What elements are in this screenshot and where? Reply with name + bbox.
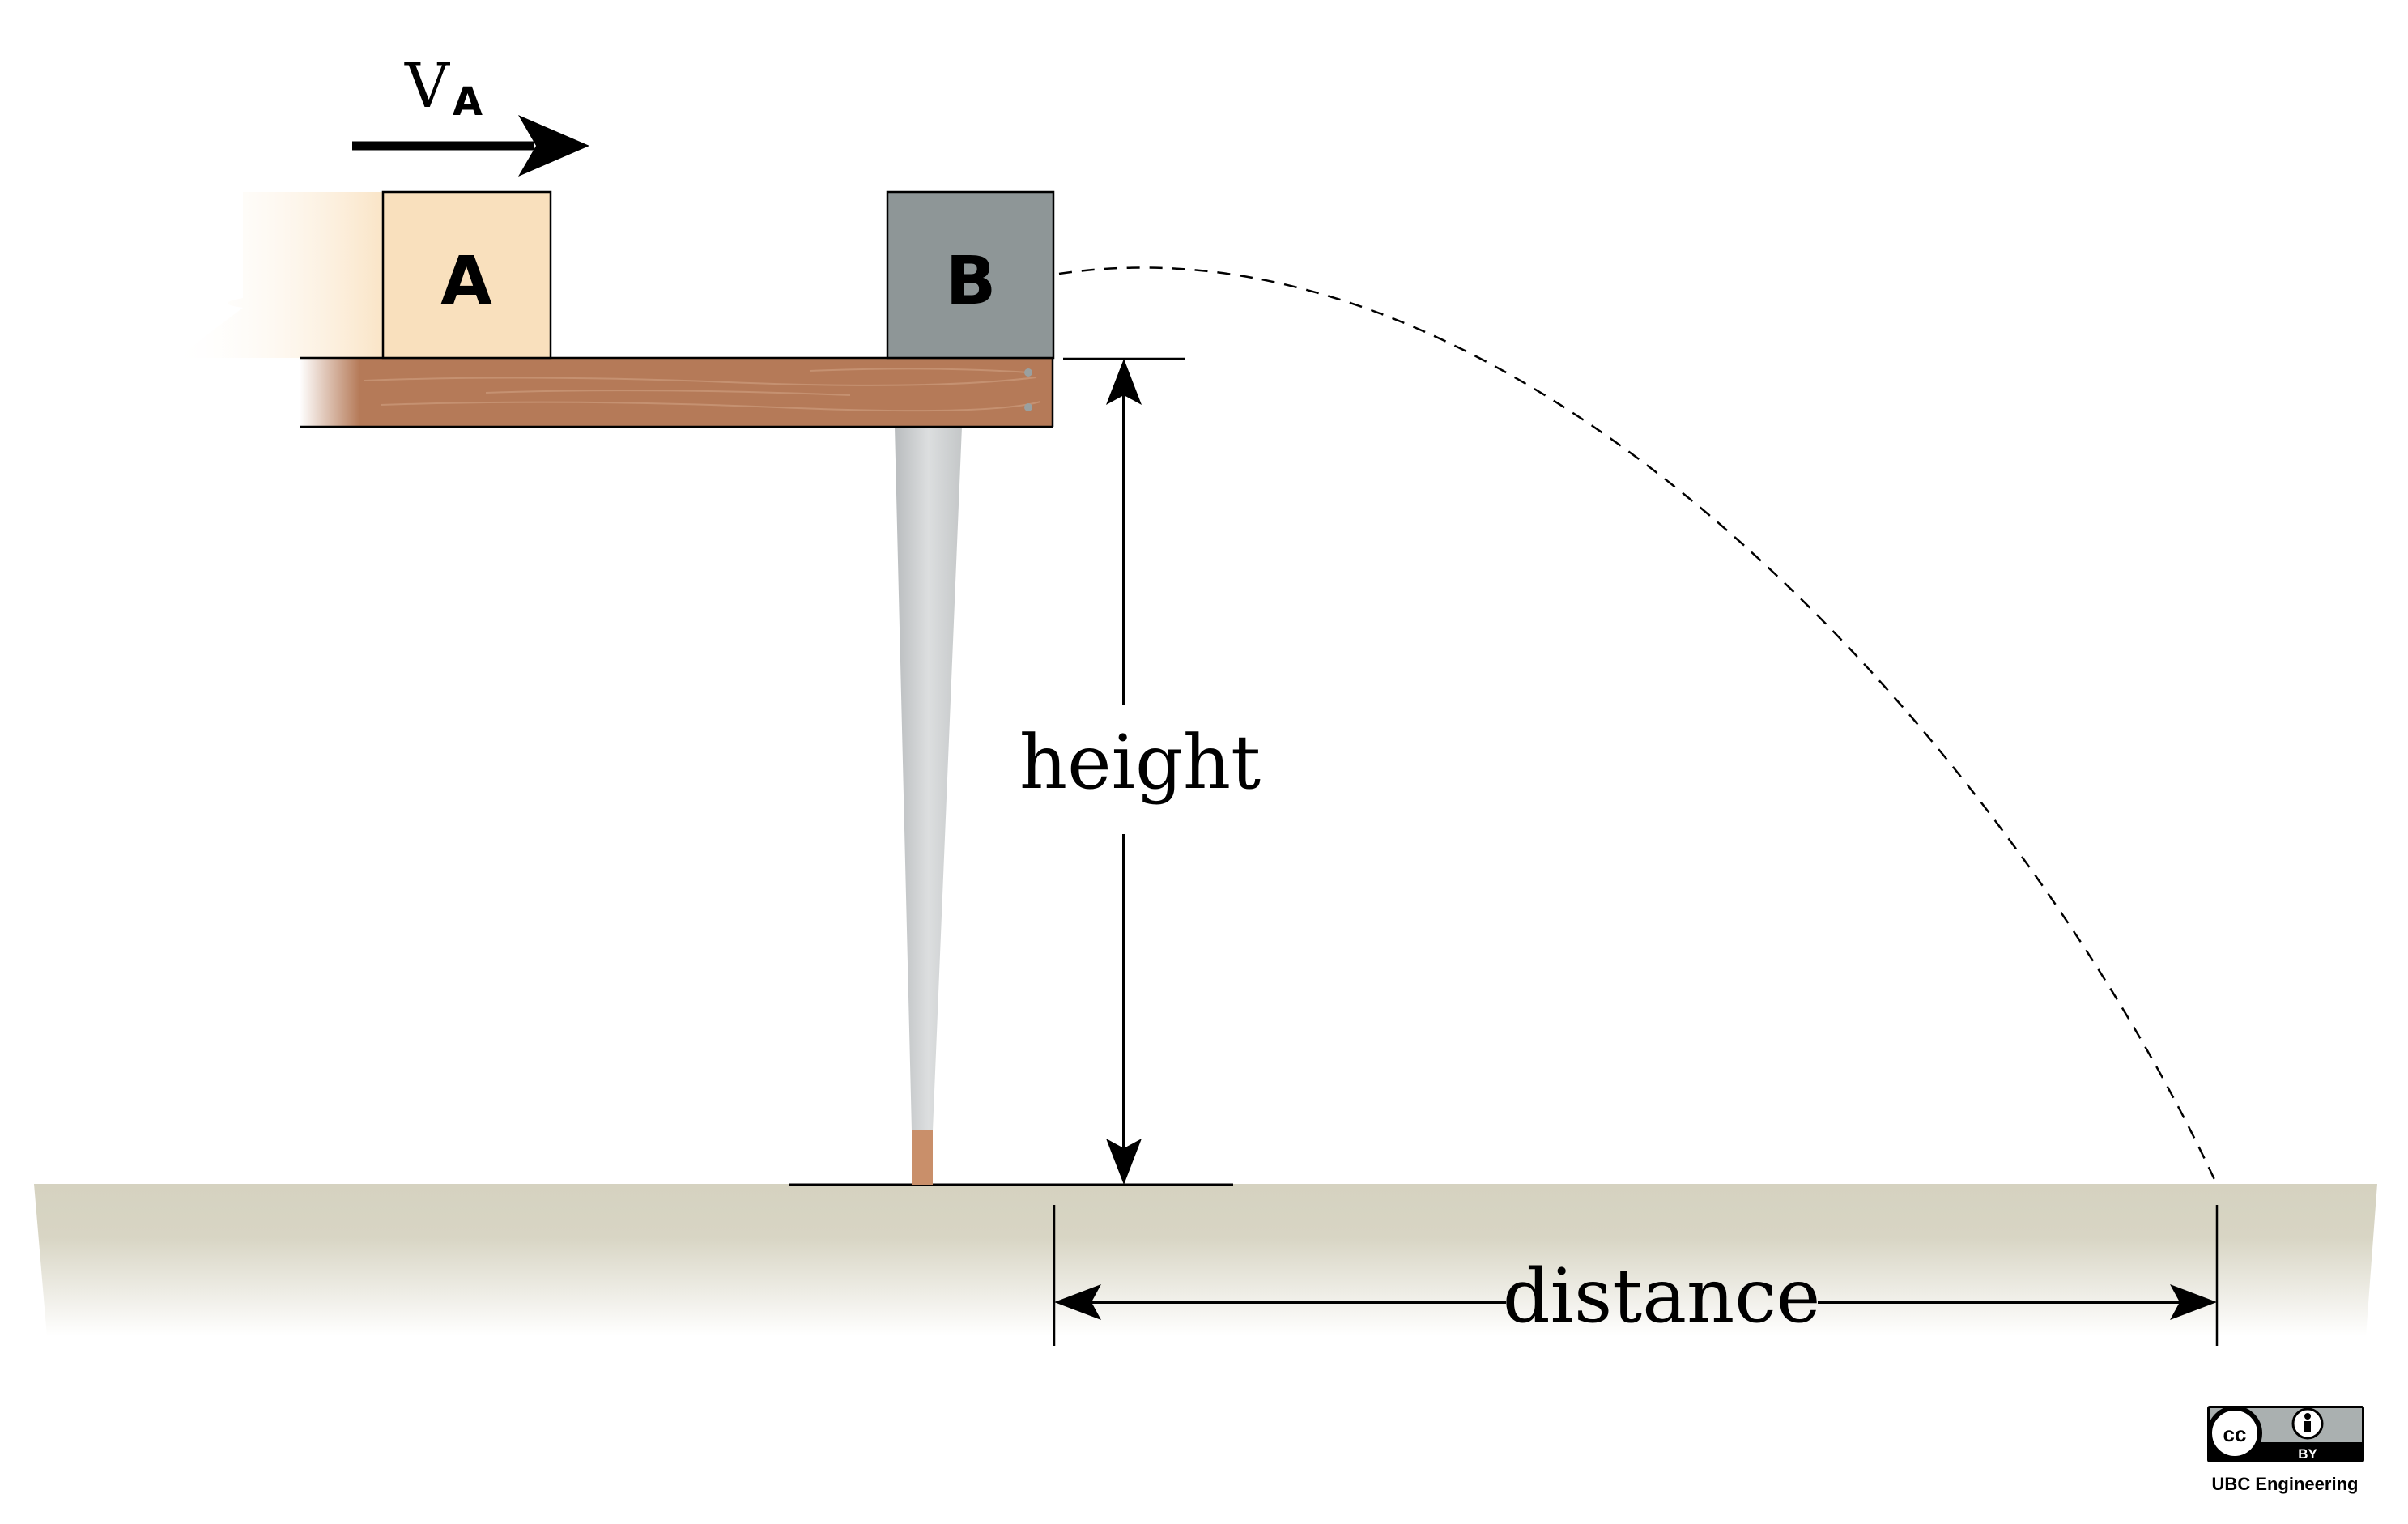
cc-icon (2207, 1406, 2262, 1461)
arrow-down-icon (1106, 1139, 1142, 1185)
block-b-label: B (946, 243, 997, 320)
cc-icon-text: cc (2223, 1422, 2247, 1446)
block-a-label: A (440, 243, 492, 320)
cc-by-license-badge: cc BY UBC Engineering (2207, 1406, 2364, 1494)
height-label: height (1019, 719, 1261, 806)
table-leg (895, 427, 962, 1185)
arrow-left-icon (1054, 1284, 1101, 1320)
arrow-right-icon (2170, 1284, 2217, 1320)
velocity-label-main: V (404, 49, 450, 121)
nail-icon (1024, 368, 1032, 377)
height-dimension: height (1019, 357, 1261, 1185)
velocity-label: VA (404, 49, 483, 125)
velocity-arrow: VA (352, 49, 589, 177)
arrow-up-icon (1106, 359, 1142, 405)
block-a: A (381, 190, 552, 360)
nail-icon (1024, 403, 1032, 411)
motion-blur (170, 192, 383, 358)
velocity-label-subscript: A (453, 79, 483, 125)
credit-text: UBC Engineering (2212, 1474, 2359, 1494)
by-text: BY (2298, 1446, 2317, 1462)
block-b: B (886, 190, 1055, 360)
ground (34, 1183, 2377, 1336)
distance-dimension: distance (1053, 1205, 2219, 1346)
distance-label: distance (1503, 1253, 1821, 1339)
table-plank (300, 356, 1054, 428)
